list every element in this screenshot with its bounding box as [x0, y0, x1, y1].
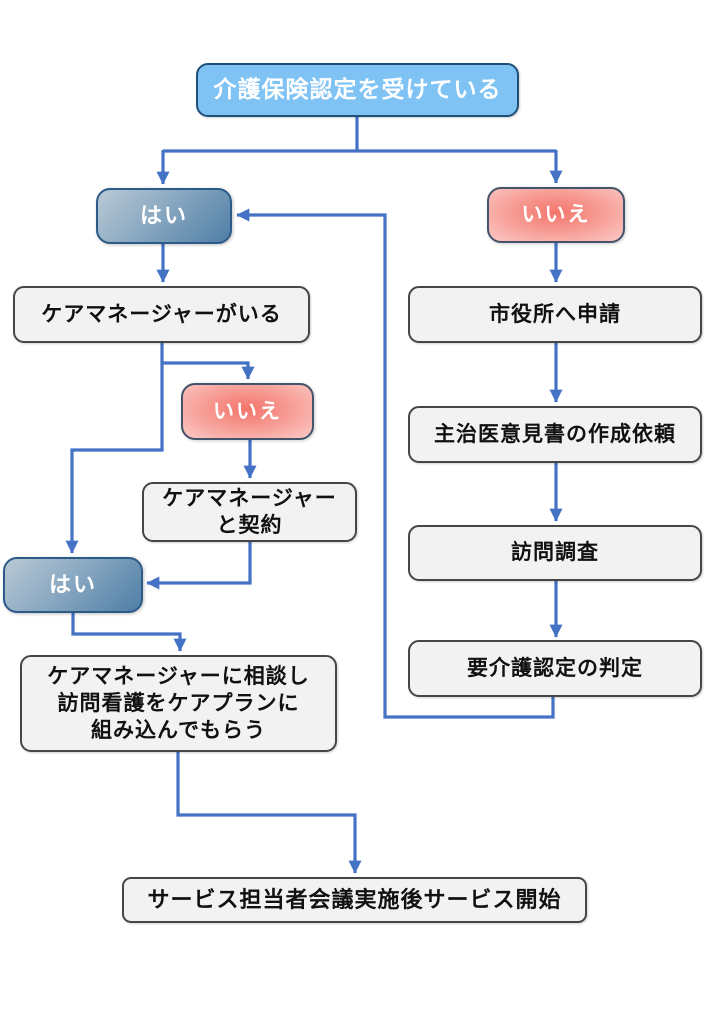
node-consult-line1: ケアマネージャーに相談し	[47, 664, 310, 688]
connector-contract-to-yes-mid	[146, 542, 252, 590]
node-has-care-manager-label: ケアマネージャーがいる	[41, 302, 282, 326]
node-certification-label: 要介護認定の判定	[467, 656, 643, 680]
node-visit-survey-label: 訪問調査	[511, 541, 599, 565]
node-no-top-label: いいえ	[521, 203, 591, 227]
node-doctor-opinion: 主治医意見書の作成依頼	[408, 406, 702, 463]
node-city-apply-label: 市役所へ申請	[489, 302, 621, 326]
node-certification: 要介護認定の判定	[408, 640, 702, 697]
node-yes-mid: はい	[3, 557, 143, 613]
node-contract: ケアマネージャー と契約	[142, 482, 357, 542]
connector-consult-to-service	[176, 752, 362, 874]
connector-yes-mid-to-consult	[71, 613, 187, 652]
node-has-care-manager: ケアマネージャーがいる	[13, 286, 310, 343]
node-yes-top: はい	[96, 188, 232, 244]
node-consult-line3: 組み込んでもらう	[91, 719, 266, 743]
node-contract-line1: ケアマネージャー	[162, 486, 337, 510]
node-city-apply: 市役所へ申請	[408, 286, 702, 343]
node-service-start: サービス担当者会議実施後サービス開始	[122, 877, 587, 923]
node-doctor-opinion-label: 主治医意見書の作成依頼	[434, 422, 676, 446]
node-yes-top-label: はい	[139, 202, 188, 228]
node-contract-line2: と契約	[216, 514, 283, 537]
connector-caremanager-to-no-mid	[162, 361, 255, 380]
node-no-mid: いいえ	[181, 383, 314, 440]
node-service-start-label: サービス担当者会議実施後サービス開始	[147, 886, 562, 912]
node-consult-line2: 訪問看護をケアプランに	[57, 691, 300, 715]
node-visit-survey: 訪問調査	[408, 525, 702, 581]
node-start-label: 介護保険認定を受けている	[213, 76, 502, 103]
connector-loop-to-yes-top	[236, 208, 555, 719]
node-start: 介護保険認定を受けている	[196, 63, 519, 117]
connector-caremanager-to-yes-mid	[65, 343, 164, 554]
node-consult: ケアマネージャーに相談し 訪問看護をケアプランに 組み込んでもらう	[20, 655, 337, 752]
node-no-mid-label: いいえ	[213, 399, 282, 423]
node-yes-mid-label: はい	[48, 571, 97, 597]
node-no-top: いいえ	[487, 187, 625, 243]
